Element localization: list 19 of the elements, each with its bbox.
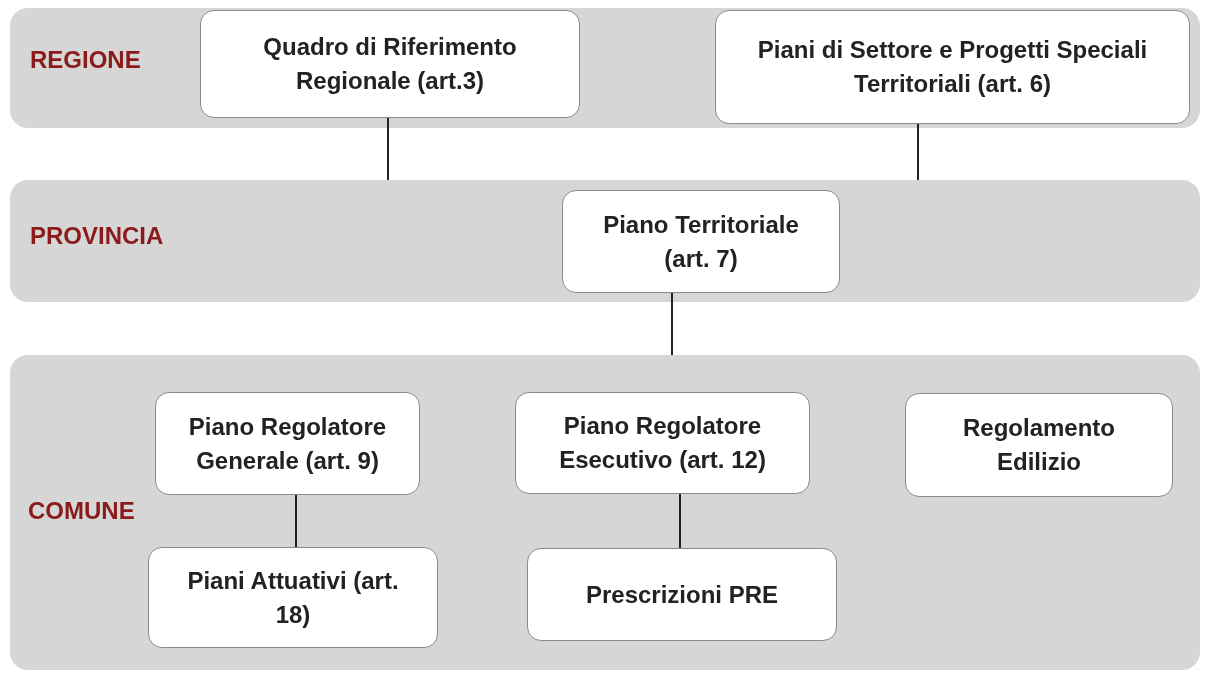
level-band [10, 180, 1200, 302]
plan-box: Piano Territoriale (art. 7) [562, 190, 840, 293]
plan-box: Piani di Settore e Progetti Speciali Territoriali (art. 6) [715, 10, 1190, 124]
plan-box: Prescrizioni PRE [527, 548, 837, 641]
level-label: REGIONE [30, 46, 141, 74]
plan-box: Piano Regolatore Generale (art. 9) [155, 392, 420, 495]
level-band [10, 355, 1200, 670]
plan-box: Piano Regolatore Esecutivo (art. 12) [515, 392, 810, 494]
connector-line [679, 493, 681, 549]
plan-box: Quadro di Riferimento Regionale (art.3) [200, 10, 580, 118]
plan-box: Piani Attuativi (art. 18) [148, 547, 438, 648]
level-label: COMUNE [28, 497, 135, 525]
level-label: PROVINCIA [30, 222, 164, 250]
connector-line [671, 292, 673, 356]
connector-line [917, 123, 919, 181]
connector-line [295, 494, 297, 548]
plan-box: Regolamento Edilizio [905, 393, 1173, 497]
level-band [10, 8, 1200, 128]
connector-line [387, 117, 389, 181]
